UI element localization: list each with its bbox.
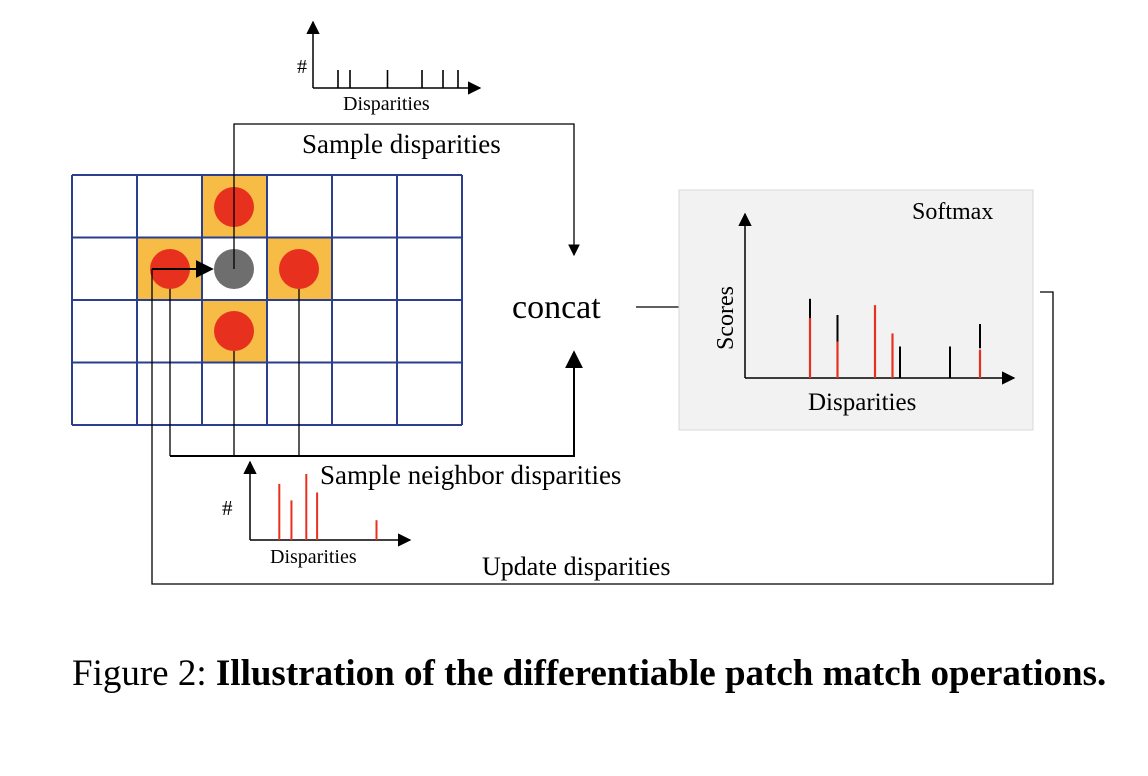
caption-title: Illustration of the differentiable patch… <box>215 653 1107 694</box>
red-dot-right <box>279 249 319 289</box>
softmax-bars <box>808 298 982 378</box>
sample-disparities-label: Sample disparities <box>302 129 501 159</box>
softmax-label: Softmax <box>912 199 993 225</box>
pixel-grid <box>71 174 463 426</box>
softmax-disparities-label: Disparities <box>808 389 916 416</box>
grid-lines <box>71 174 463 426</box>
bottom-histogram-x-label: Disparities <box>270 546 357 568</box>
sample-neighbor-label: Sample neighbor disparities <box>320 460 621 490</box>
patch-match-diagram: # Disparities Sample disparities con <box>71 20 1054 585</box>
bottom-histogram: # Disparities <box>222 460 412 568</box>
figure-caption: Figure 2: Illustration of the differenti… <box>72 648 1132 700</box>
update-disparities-label: Update disparities <box>482 552 670 581</box>
top-histogram-bars <box>337 70 459 88</box>
softmax-panel: Softmax Scores Disparities <box>678 189 1034 431</box>
bottom-histogram-y-label: # <box>222 496 233 520</box>
caption-prefix: Figure 2: <box>72 653 216 694</box>
bottom-histogram-bars <box>278 474 378 540</box>
top-histogram-y-label: # <box>297 56 307 78</box>
concat-label: concat <box>512 289 601 326</box>
top-histogram-x-label: Disparities <box>343 93 430 115</box>
scores-axis-label: Scores <box>713 286 739 350</box>
red-dot-bottom <box>214 311 254 351</box>
top-histogram: # Disparities <box>297 20 482 115</box>
